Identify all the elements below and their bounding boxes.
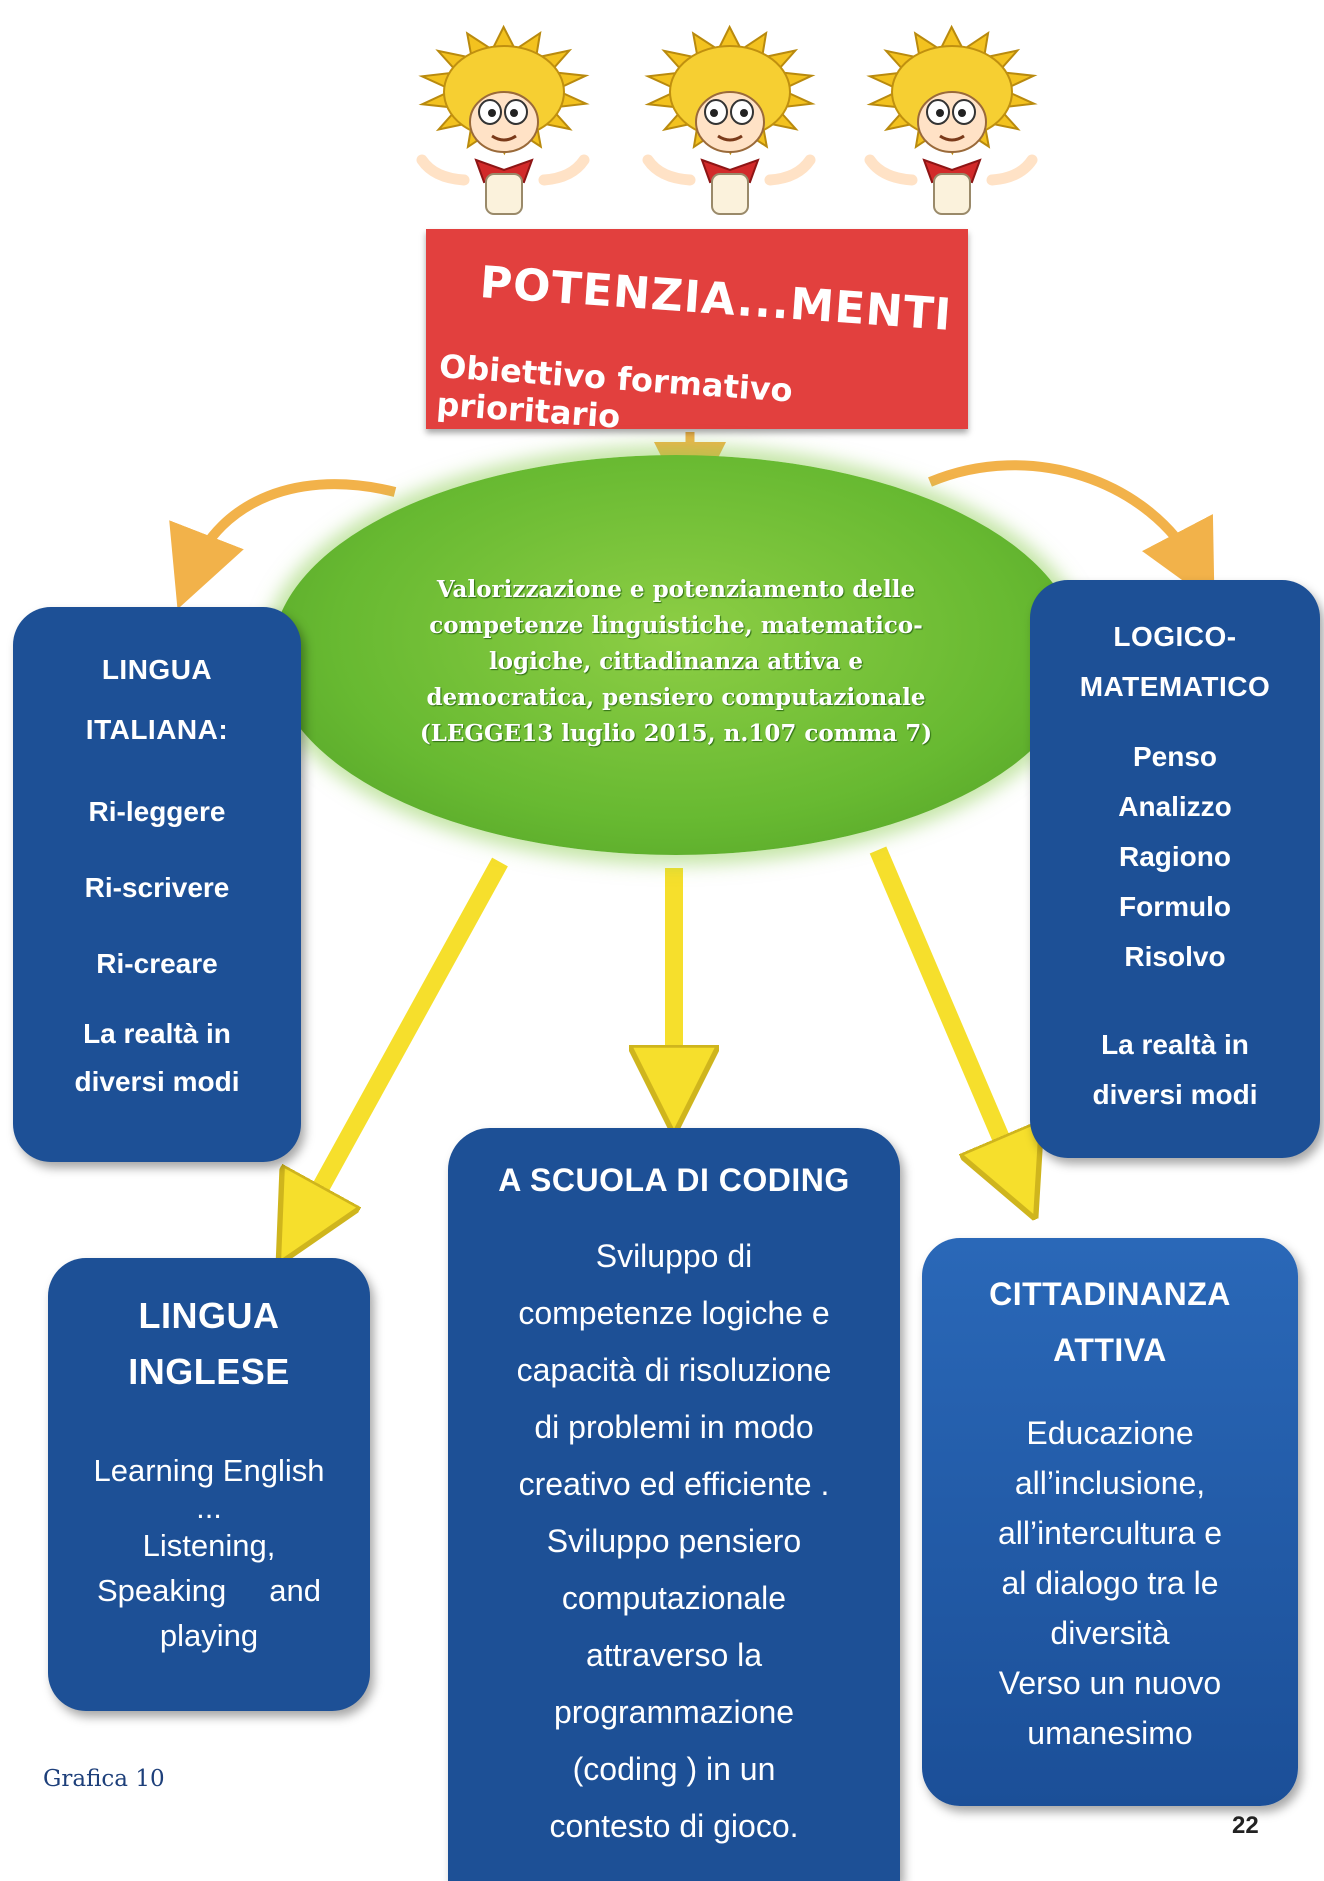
body-line: creativo ed efficiente . [518,1466,830,1502]
body-line: Learning English [93,1453,325,1488]
list-item: Ragiono [1119,841,1231,872]
body-line: Educazione [1026,1415,1194,1451]
arrow-center-to-cittadinanza [869,846,1018,1178]
closing-line: diversi modi [1092,1079,1258,1110]
body-line: all’inclusione, [1014,1465,1206,1501]
lingua-inglese-panel: LINGUA INGLESE Learning English ... List… [48,1258,370,1711]
coding-body: Sviluppo di competenze logiche e capacit… [448,1228,900,1855]
cittadinanza-body: Educazione all’inclusione, all’intercult… [922,1408,1298,1758]
lingua-italiana-panel: LINGUA ITALIANA: Ri-leggere Ri-scrivere … [13,607,301,1162]
body-line: all’intercultura e [997,1515,1223,1551]
heading-line: ATTIVA [1053,1332,1167,1368]
central-text-line: logiche, cittadinanza attiva e [488,648,864,675]
heading-line: MATEMATICO [1079,671,1271,702]
central-text-line: (LEGGE13 luglio 2015, n.107 comma 7) [419,720,933,747]
body-line: Sviluppo pensiero [546,1523,802,1559]
arrow-center-to-logico-matematico [928,460,1215,604]
body-line: Sviluppo di [595,1238,753,1274]
mascot-illustration [404,10,604,230]
page-title: POTENZIA...MENTI [478,257,954,341]
body-line: programmazione [553,1694,795,1730]
title-banner: POTENZIA...MENTI Obiettivo formativo pri… [426,229,968,436]
body-line: contesto di gioco. [549,1808,799,1844]
lingua-italiana-items: Ri-leggere Ri-scrivere Ri-creare [13,774,301,1002]
closing-line: La realtà in [1101,1029,1249,1060]
body-line: competenze logiche e [518,1295,830,1331]
list-item: Ri-scrivere [84,872,230,903]
heading-line: LINGUA [101,654,213,685]
list-item: Penso [1132,741,1218,772]
cittadinanza-heading: CITTADINANZA ATTIVA [922,1266,1298,1378]
figure-label: Grafica 10 [43,1766,165,1792]
logico-matematico-closing: La realtà in diversi modi [1030,1020,1320,1120]
central-text-line: competenze linguistiche, matematico- [429,612,923,639]
heading-line: LINGUA [138,1295,280,1336]
body-line: Listening, [142,1528,276,1563]
arrow-center-to-lingua-inglese [300,857,508,1225]
coding-panel: A SCUOLA DI CODING Sviluppo di competenz… [448,1128,900,1881]
central-text: Valorizzazione e potenziamento delle com… [400,572,952,752]
lingua-inglese-body: Learning English ... Listening, Speaking… [48,1448,370,1658]
heading-line: CITTADINANZA [989,1276,1231,1312]
list-item: Ri-leggere [88,796,226,827]
body-line: attraverso la [585,1637,763,1673]
list-item: Formulo [1119,891,1231,922]
lingua-italiana-closing: La realtà in diversi modi [13,1010,301,1106]
body-line: al dialogo tra le [1001,1565,1219,1601]
central-text-line: democratica, pensiero computazionale [426,684,926,711]
body-line: computazionale [561,1580,787,1616]
closing-line: La realtà in [83,1018,231,1049]
mascot-illustration [852,10,1052,230]
body-line: playing [159,1618,259,1653]
logico-matematico-heading: LOGICO- MATEMATICO [1030,612,1320,712]
closing-line: diversi modi [74,1066,240,1097]
mascot-illustration [630,10,830,230]
list-item: Risolvo [1124,941,1226,972]
body-line: ... [196,1490,222,1525]
body-line: Speaking and [96,1573,322,1608]
central-ellipse [272,455,1080,855]
arrow-center-to-lingua-italiana [169,479,397,610]
heading-line: LOGICO- [1113,621,1237,652]
body-line: umanesimo [1027,1715,1193,1751]
lingua-italiana-heading: LINGUA ITALIANA: [13,640,301,760]
body-line: di problemi in modo [534,1409,814,1445]
list-item: Analizzo [1118,791,1232,822]
body-line: (coding ) in un [572,1751,776,1787]
cittadinanza-panel: CITTADINANZA ATTIVA Educazione all’inclu… [922,1238,1298,1806]
body-line: capacità di risoluzione [516,1352,832,1388]
central-text-line: Valorizzazione e potenziamento delle [436,576,916,603]
lingua-inglese-heading: LINGUA INGLESE [48,1288,370,1400]
logico-matematico-panel: LOGICO- MATEMATICO Penso Analizzo Ragion… [1030,580,1320,1158]
body-line: Verso un nuovo [998,1665,1222,1701]
heading-line: INGLESE [128,1351,290,1392]
logico-matematico-items: Penso Analizzo Ragiono Formulo Risolvo [1030,732,1320,982]
coding-heading: A SCUOLA DI CODING [498,1162,850,1198]
body-line: diversità [1050,1615,1170,1651]
heading-line: ITALIANA: [85,714,229,745]
list-item: Ri-creare [96,948,218,979]
page-number: 22 [1232,1812,1259,1839]
